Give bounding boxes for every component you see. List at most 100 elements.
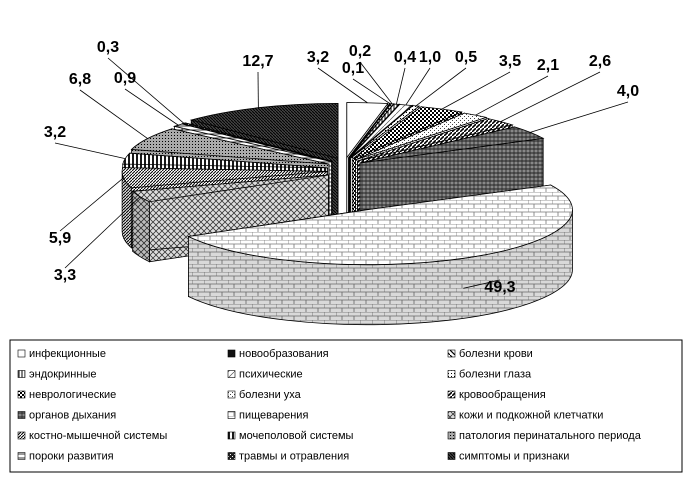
data-label-новообразования: 0,1	[342, 60, 364, 77]
legend-swatch	[447, 390, 456, 399]
legend-swatch	[447, 431, 456, 440]
legend-label: пороки развития	[29, 451, 114, 463]
slice-костно-мышечной-системы	[121, 167, 328, 189]
legend-swatch	[447, 452, 456, 460]
data-label-пороки-развития: 0,9	[114, 70, 136, 87]
legend-swatch	[227, 349, 236, 358]
legend-swatch	[17, 431, 26, 440]
data-label-симптомы-и-признаки: 12,7	[242, 53, 273, 70]
legend-swatch	[447, 370, 456, 378]
legend-item-травмы-и-отравления: травмы и отравления	[227, 451, 349, 463]
leader-line-неврологические	[441, 71, 511, 110]
legend-item-новообразования: новообразования	[227, 348, 329, 360]
slice-органов-дыхания	[359, 126, 545, 164]
slice-пищеварения	[187, 184, 573, 266]
leader-line-мочеполовой-системы	[54, 142, 126, 159]
data-label-неврологические: 3,5	[499, 53, 521, 70]
data-label-органов-дыхания: 4,0	[617, 83, 639, 100]
leader-line-пищеварения	[463, 279, 501, 289]
data-label-патология-перинатального-периода: 6,8	[69, 71, 91, 88]
leader-line-травмы-и-отравления	[107, 57, 185, 124]
legend-item-патология-перинатального-периода: патология перинатального периода	[447, 430, 642, 442]
legend-label: неврологические	[29, 389, 116, 401]
leader-line-патология-перинатального-периода	[79, 89, 148, 139]
slice-мочеполовой-системы	[122, 152, 328, 169]
legend-label: органов дыхания	[29, 410, 116, 422]
slice-неврологические	[352, 106, 463, 160]
leader-line-психические	[405, 67, 431, 106]
legend-swatch	[227, 452, 236, 460]
legend-item-симптомы-и-признаки: симптомы и признаки	[447, 451, 569, 463]
leader-line-эндокринные	[395, 67, 406, 105]
data-label-болезни-уха: 2,1	[537, 57, 559, 74]
legend-item-пищеварения: пищеварения	[227, 410, 308, 422]
legend-item-органов-дыхания: органов дыхания	[17, 410, 116, 422]
legend-label: кровообращения	[459, 389, 546, 401]
data-label-инфекционные: 3,2	[307, 49, 329, 66]
data-label-эндокринные: 0,4	[394, 49, 416, 66]
legend-item-болезни-уха: болезни уха	[227, 389, 302, 401]
legend-swatch	[17, 370, 26, 378]
legend-label: кожи и подкожной клетчатки	[459, 410, 603, 422]
legend-label: травмы и отравления	[239, 451, 349, 463]
data-label-болезни-глаза: 0,5	[455, 49, 477, 66]
leader-line-болезни-глаза	[415, 67, 467, 107]
legend-item-эндокринные: эндокринные	[17, 369, 96, 381]
data-label-кожи-и-подкожной-клетчатки: 3,3	[54, 267, 76, 284]
legend-label: эндокринные	[29, 369, 96, 381]
slice-кожи-и-подкожной-клетчатки	[131, 174, 329, 203]
legend-swatch	[227, 370, 236, 378]
legend-item-психические: психические	[227, 369, 303, 381]
legend-item-пороки-развития: пороки развития	[17, 451, 114, 463]
legend-item-неврологические: неврологические	[17, 389, 116, 401]
leader-line-пороки-развития	[124, 88, 179, 126]
legend-swatch	[227, 431, 236, 440]
legend-label: болезни крови	[459, 348, 533, 360]
legend-label: пищеварения	[239, 410, 308, 422]
legend-item-инфекционные: инфекционные	[17, 348, 106, 360]
legend-item-кровообращения: кровообращения	[447, 389, 546, 401]
legend-swatch	[17, 452, 26, 460]
legend-item-кожи-и-подкожной-клетчатки: кожи и подкожной клетчатки	[447, 410, 603, 422]
leader-lines	[54, 57, 629, 289]
legend-label: новообразования	[239, 348, 329, 360]
data-label-мочеполовой-системы: 3,2	[44, 124, 66, 141]
legend-swatch	[227, 390, 236, 399]
legend-swatch	[447, 349, 456, 358]
data-label-травмы-и-отравления: 0,3	[97, 39, 119, 56]
data-label-психические: 1,0	[419, 49, 441, 66]
leader-line-органов-дыхания	[530, 101, 629, 133]
legend-label: костно-мышечной системы	[29, 430, 167, 442]
leader-line-кожи-и-подкожной-клетчатки	[64, 196, 141, 269]
legend-swatch	[17, 411, 26, 419]
leader-line-кровообращения	[500, 71, 601, 122]
leader-line-костно-мышечной-системы	[59, 177, 124, 232]
leader-line-инфекционные	[317, 67, 368, 104]
leader-line-новообразования	[352, 78, 391, 105]
legend-label: инфекционные	[29, 348, 106, 360]
legend-label: мочеполовой системы	[239, 430, 354, 442]
slice-эндокринные	[348, 103, 400, 159]
legend-label: психические	[239, 369, 303, 381]
legend-swatch	[447, 411, 456, 419]
slice-инфекционные	[346, 102, 389, 159]
legend-label: болезни уха	[239, 389, 302, 401]
leader-line-болезни-крови	[359, 61, 393, 105]
legend-label: патология перинатального периода	[459, 430, 642, 442]
data-label-костно-мышечной-системы: 5,9	[49, 230, 71, 247]
legend-item-костно-мышечной-системы: костно-мышечной системы	[17, 430, 167, 442]
legend-label: болезни глаза	[459, 369, 532, 381]
legend-item-болезни-крови: болезни крови	[447, 348, 533, 360]
legend-swatch	[17, 349, 26, 358]
legend: инфекционные новообразования болезни крови…	[9, 339, 683, 473]
data-label-болезни-крови: 0,2	[349, 43, 371, 60]
leader-line-болезни-уха	[475, 75, 549, 116]
slice-болезни-уха	[355, 112, 488, 161]
data-label-кровообращения: 2,6	[589, 53, 611, 70]
slice-симптомы-и-признаки	[189, 102, 339, 159]
legend-swatch	[227, 411, 236, 419]
data-label-пищеварения: 49,3	[484, 279, 515, 296]
